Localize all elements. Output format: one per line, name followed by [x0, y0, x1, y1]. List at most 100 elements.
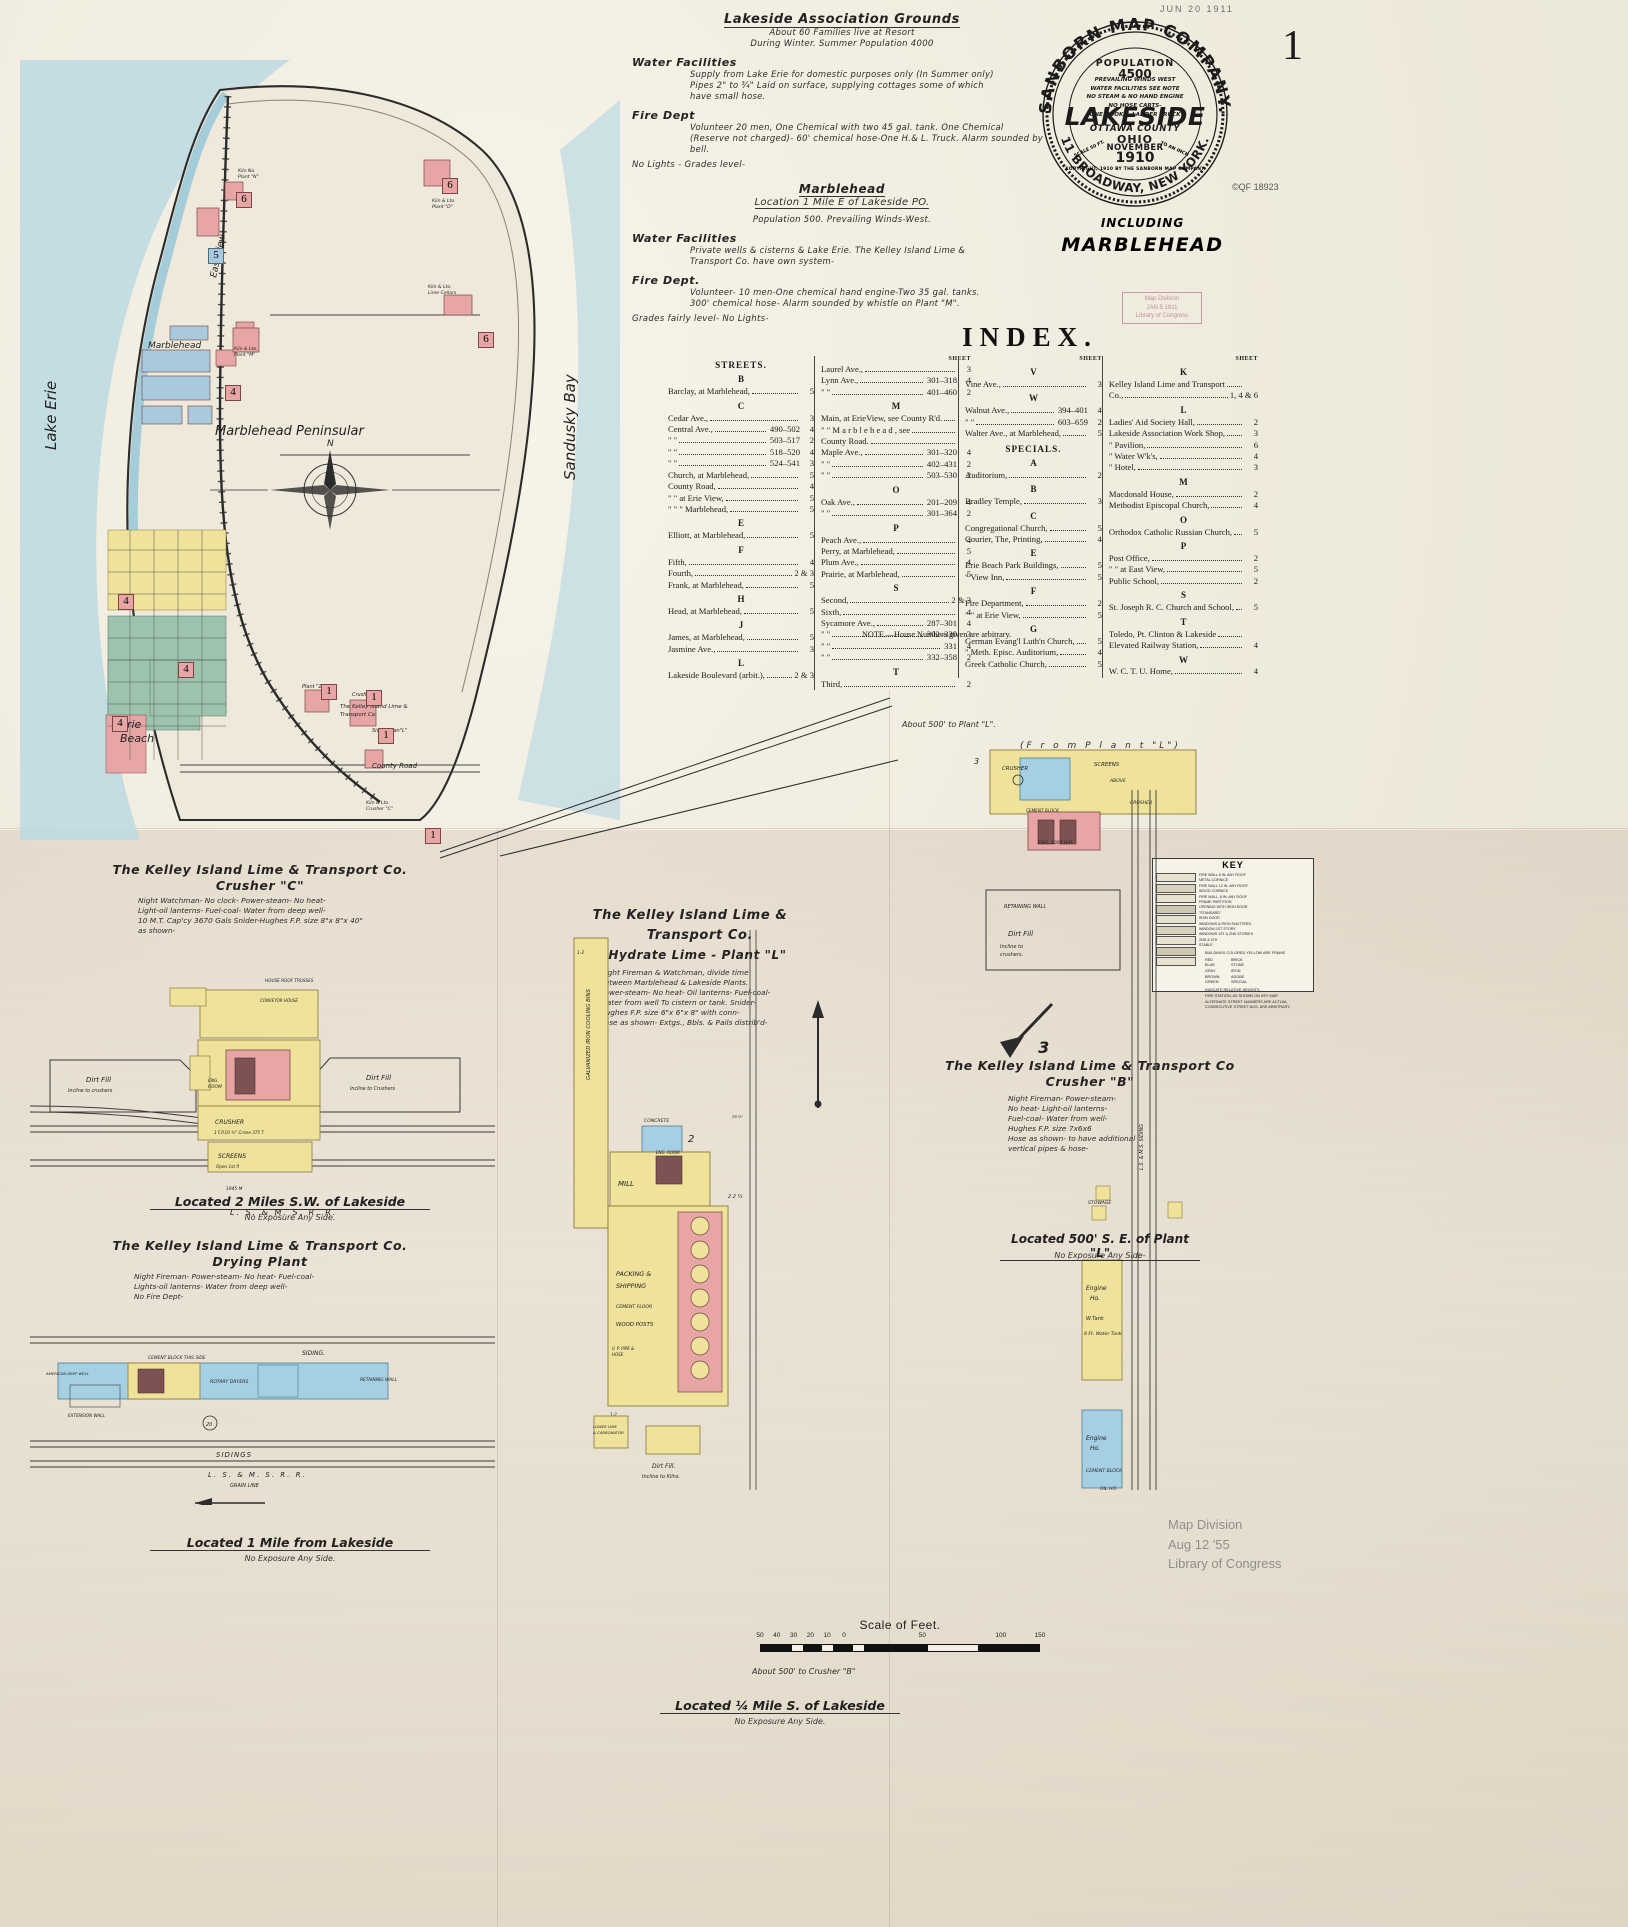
- index-entry[interactable]: Toledo, Pt. Clinton & Lakeside: [1109, 629, 1258, 640]
- drying-annex: [257, 1364, 299, 1398]
- index-entry[interactable]: Methodist Episcopal Church,4: [1109, 500, 1258, 511]
- index-entry[interactable]: Walter Ave., at Marblehead,5: [965, 428, 1102, 439]
- index-entry[interactable]: " " " Marblehead,5: [668, 504, 814, 515]
- ls-ms-siding-label: L.S. & M.S. SIDING: [1139, 1124, 1145, 1170]
- index-entry[interactable]: St. Joseph R. C. Church and School,5: [1109, 602, 1258, 613]
- index-entry[interactable]: Plum Ave.,4: [821, 557, 971, 568]
- screens-house: [207, 1141, 313, 1173]
- index-entry[interactable]: Fourth,2 & 3: [668, 568, 814, 579]
- lake-erie-label: Lake Erie: [42, 381, 60, 450]
- index-entry-sheet: 2: [809, 435, 814, 446]
- index-entry[interactable]: Elliott, at Marblehead,5: [668, 530, 814, 541]
- index-entry[interactable]: Kelley Island Lime and Transport: [1109, 379, 1258, 390]
- index-leader-dots: [1076, 643, 1086, 645]
- index-entry[interactable]: German Evang'l Luth'n Church,5: [965, 636, 1102, 647]
- index-entry[interactable]: Elevated Railway Station,4: [1109, 640, 1258, 651]
- index-entry[interactable]: Lakeside Boulevard (arbit.),2 & 3: [668, 670, 814, 681]
- index-entry[interactable]: Public School,2: [1109, 576, 1258, 587]
- index-entry-sheet: 5: [966, 568, 971, 579]
- index-entry[interactable]: Frank, at Marblehead,5: [668, 580, 814, 591]
- index-entry[interactable]: Bradley Temple,3: [965, 496, 1102, 507]
- index-entry[interactable]: " Water W'k's,4: [1109, 451, 1258, 462]
- index-entry[interactable]: " Meth. Episc. Auditorium,4: [965, 647, 1102, 658]
- index-entry[interactable]: Fifth,4: [668, 557, 814, 568]
- index-entry[interactable]: Fire Department,2: [965, 598, 1102, 609]
- index-entry[interactable]: Laurel Ave.,3: [821, 364, 971, 375]
- index-entry[interactable]: County Road.: [821, 436, 971, 447]
- index-entry[interactable]: Perry, at Marblehead,5: [821, 546, 971, 557]
- index-entry[interactable]: Peach Ave.,4: [821, 535, 971, 546]
- index-entry[interactable]: Second,2 & 3: [821, 595, 971, 606]
- shipping-label: SHIPPING: [616, 1282, 646, 1290]
- sandusky-bay-label: Sandusky Bay: [561, 373, 579, 480]
- index-entry[interactable]: Jasmine Ave.,3: [668, 644, 814, 655]
- index-entry[interactable]: Orthodox Catholic Russian Church,5: [1109, 527, 1258, 538]
- index-entry[interactable]: " " at Erie View,5: [965, 610, 1102, 621]
- index-entry-sheet: 5: [809, 469, 814, 480]
- index-entry[interactable]: Cedar Ave.,3: [668, 413, 814, 424]
- index-entry[interactable]: " Pavilion,6: [1109, 440, 1258, 451]
- index-entry[interactable]: County Road,4: [668, 481, 814, 492]
- index-entry[interactable]: Prairie, at Marblehead,5: [821, 569, 971, 580]
- index-entry[interactable]: " " M a r b l e h e a d , see: [821, 425, 971, 436]
- engine-ho-label-2: Ho.: [1090, 1295, 1100, 1302]
- index-entry[interactable]: Co.,1, 4 & 6: [1109, 390, 1258, 401]
- key-footnote: INDICATE RELATIVE HEIGHTS.: [1205, 988, 1261, 993]
- sheet-tag: 1: [321, 684, 337, 700]
- index-entry[interactable]: " View Inn,5: [965, 572, 1102, 583]
- index-entry[interactable]: Post Office,2: [1109, 553, 1258, 564]
- index-entry-name: Fifth,: [668, 556, 687, 567]
- index-entry[interactable]: Church, at Marblehead, 5: [668, 470, 814, 481]
- index-entry[interactable]: Vine Ave.,3: [965, 379, 1102, 390]
- index-leader-dots: [1049, 529, 1086, 531]
- sidings-label: SIDINGS: [216, 1451, 252, 1459]
- index-entry[interactable]: Erie Beach Park Buildings,5: [965, 560, 1102, 571]
- index-entry[interactable]: Third,2: [821, 679, 971, 690]
- index-entry[interactable]: Head, at Marblehead,5: [668, 606, 814, 617]
- index-entry[interactable]: Macdonald House,2: [1109, 489, 1258, 500]
- index-leader-dots: [725, 499, 798, 501]
- index-entry[interactable]: Courier, The, Printing,4: [965, 534, 1102, 545]
- index-entry[interactable]: Main, at ErieView, see County R'd.: [821, 413, 971, 424]
- index-entry[interactable]: " Hotel,3: [1109, 462, 1258, 473]
- hydrate-fp-tag: 1-2: [577, 950, 584, 956]
- index-entry[interactable]: W. C. T. U. Home,4: [1109, 666, 1258, 677]
- index-entry[interactable]: " " at Erie View,5: [668, 493, 814, 504]
- index-entry[interactable]: Greek Catholic Church,5: [965, 659, 1102, 670]
- index-entry[interactable]: Sixth,4: [821, 607, 971, 618]
- bottom-stamp-line2: Aug 12 '55: [1168, 1536, 1230, 1552]
- lake-erie-water: [20, 60, 290, 840]
- index-entry[interactable]: Lakeside Association Work Shop,3: [1109, 428, 1258, 439]
- index-entry[interactable]: James, at Marblehead,5: [668, 632, 814, 643]
- index-entry-name: " ": [821, 470, 831, 481]
- index-entry[interactable]: Barclay, at Marblehead,5: [668, 386, 814, 397]
- index-entry-name: Co.,: [1108, 390, 1124, 401]
- index-entry[interactable]: Auditorium,2: [965, 470, 1102, 481]
- index-entry[interactable]: Ladies' Aid Society Hall,2: [1109, 417, 1258, 428]
- index-entry-name: Church, at Marblehead,: [668, 469, 750, 480]
- index-entry[interactable]: Congregational Church,5: [965, 523, 1102, 534]
- index-letter: W: [1028, 393, 1038, 404]
- index-entry[interactable]: " " at East View,5: [1109, 564, 1258, 575]
- crusher-b-no-exposure: No Exposure Any Side-: [1054, 1251, 1146, 1260]
- index-entry-name: Barclay, at Marblehead,: [668, 386, 750, 397]
